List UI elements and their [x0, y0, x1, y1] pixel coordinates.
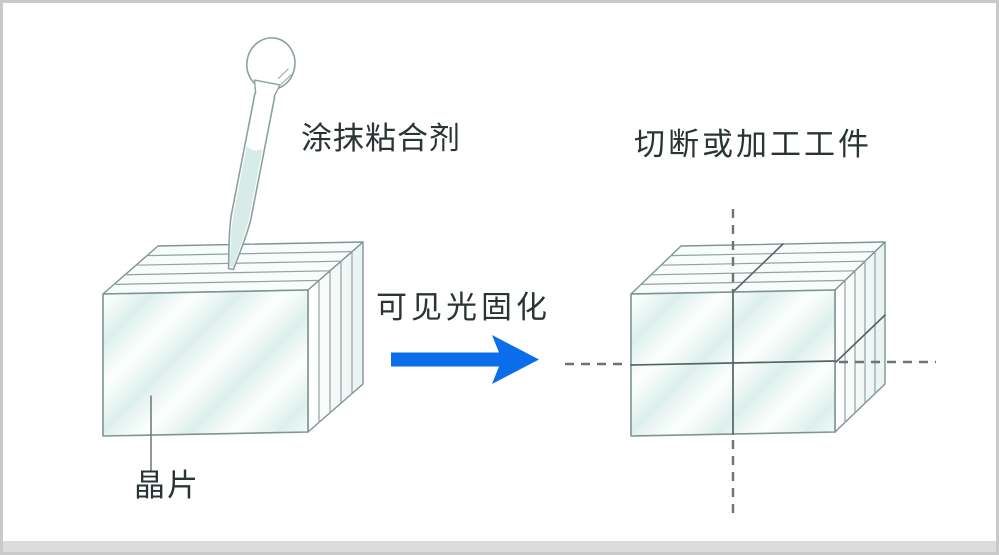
- cured-block-side-cut-line: [834, 314, 886, 364]
- visible-light-cure-label: 可见光固化: [376, 290, 551, 325]
- cut-axis-dashed-lines: [565, 209, 936, 513]
- cured-block-right: [630, 241, 886, 437]
- apply-adhesive-label: 涂抹粘合剂: [301, 121, 461, 156]
- footer-bar: [3, 541, 996, 552]
- cured-block-front-cut-lines: [630, 291, 836, 435]
- dropper-liquid: [229, 145, 263, 268]
- wafer-stack-left-side-layer-lines: [318, 251, 353, 423]
- wafer-label: 晶片: [134, 468, 200, 503]
- wafer-stack-left-front-face: [102, 289, 309, 437]
- cut-or-process-label: 切断或加工工件: [634, 127, 872, 162]
- dropper-bulb-highlight: [277, 68, 292, 85]
- cured-block-top-cut-line: [732, 243, 784, 293]
- arrow-right-icon: [391, 335, 539, 384]
- wafer-stack-left-top-layer-lines: [113, 251, 353, 285]
- wafer-stack-left: [102, 241, 364, 437]
- dropper-tube-outline: [227, 92, 276, 271]
- process-diagram: [102, 37, 936, 513]
- dropper: [227, 37, 296, 271]
- cured-block-side-layer-lines: [844, 251, 876, 423]
